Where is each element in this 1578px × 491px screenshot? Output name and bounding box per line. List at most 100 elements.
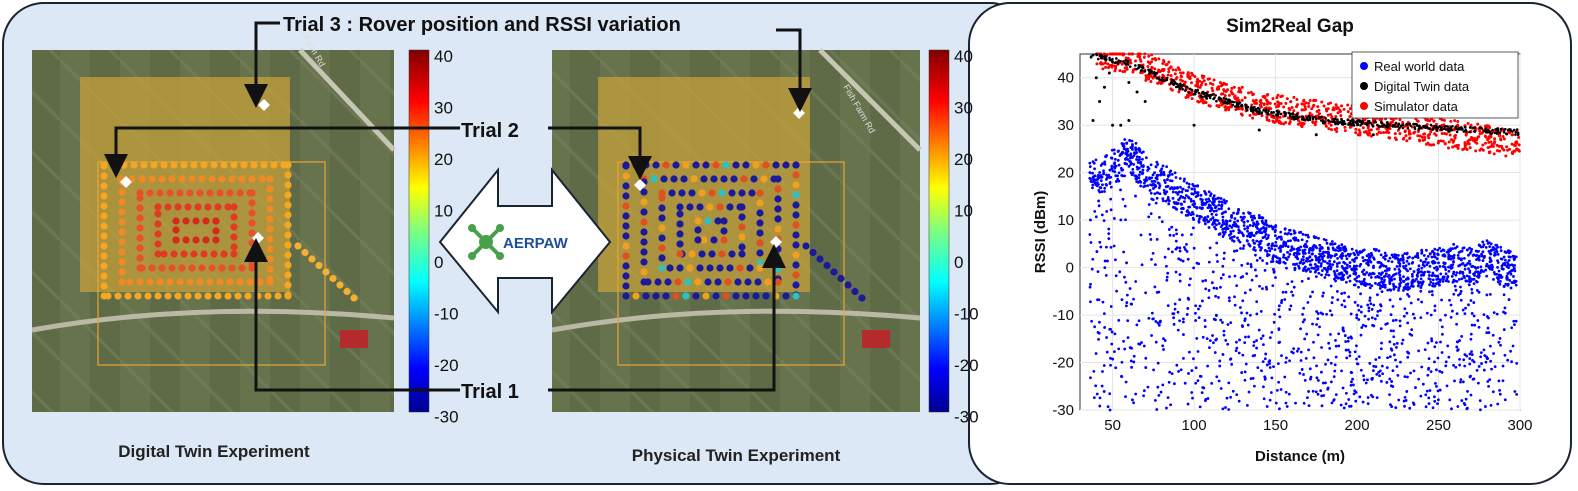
real-world-point xyxy=(1165,278,1169,282)
real-world-point xyxy=(1506,358,1510,362)
simulator-point xyxy=(1219,84,1223,88)
real-world-point xyxy=(1097,298,1101,302)
real-world-point xyxy=(1134,280,1138,283)
route-point xyxy=(730,175,738,183)
real-world-point xyxy=(1270,376,1274,380)
real-world-point xyxy=(1102,172,1105,176)
real-world-point xyxy=(1173,307,1177,311)
route-point xyxy=(136,264,144,272)
route-point xyxy=(666,264,674,272)
route-point xyxy=(248,199,256,207)
real-world-point xyxy=(1406,375,1409,379)
real-world-point xyxy=(1151,173,1155,177)
route-point xyxy=(676,240,684,248)
real-world-point xyxy=(1411,285,1415,288)
real-world-point xyxy=(1313,262,1317,266)
real-world-point xyxy=(1492,278,1495,281)
real-world-point xyxy=(1232,211,1235,215)
simulator-point xyxy=(1426,134,1430,138)
real-world-point xyxy=(1470,323,1474,327)
real-world-point xyxy=(1403,375,1407,379)
real-world-point xyxy=(1264,233,1268,236)
route-point xyxy=(728,250,736,258)
real-world-point xyxy=(1398,264,1402,268)
real-world-point xyxy=(1515,361,1519,365)
simulator-point xyxy=(1106,62,1110,66)
route-point xyxy=(136,278,144,286)
simulator-point xyxy=(1224,89,1228,93)
real-world-point xyxy=(1403,285,1407,289)
real-world-point xyxy=(1358,395,1362,399)
simulator-point xyxy=(1243,96,1247,100)
route-point xyxy=(266,185,274,193)
real-world-point xyxy=(1377,249,1381,253)
real-world-point xyxy=(1303,318,1306,321)
route-point xyxy=(792,231,800,239)
simulator-point xyxy=(1190,71,1194,75)
simulator-point xyxy=(1449,119,1453,123)
simulator-point xyxy=(1376,127,1380,131)
route-point xyxy=(738,243,746,251)
real-world-point xyxy=(1226,342,1230,346)
real-world-point xyxy=(1176,191,1180,195)
real-world-point xyxy=(1366,402,1370,406)
simulator-point xyxy=(1181,79,1185,83)
real-world-point xyxy=(1229,357,1233,361)
digital-twin-outlier xyxy=(1102,85,1106,89)
real-world-point xyxy=(1268,398,1272,402)
real-world-point xyxy=(1411,256,1415,260)
real-world-point xyxy=(1406,355,1410,359)
real-world-point xyxy=(1135,155,1139,159)
digital-twin-point xyxy=(1185,85,1189,89)
route-point xyxy=(700,175,708,183)
simulator-point xyxy=(1456,119,1460,123)
real-world-point xyxy=(1180,203,1184,206)
real-world-point xyxy=(1289,232,1293,236)
real-world-point xyxy=(1450,407,1453,411)
real-world-point xyxy=(1375,372,1379,376)
digital-twin-point xyxy=(1194,90,1198,94)
real-world-point xyxy=(1108,168,1112,172)
legend-marker xyxy=(1360,82,1368,90)
real-world-point xyxy=(1344,280,1348,284)
real-world-point xyxy=(1146,165,1150,169)
simulator-point xyxy=(1157,57,1161,61)
simulator-point xyxy=(1251,116,1255,120)
route-point xyxy=(792,221,800,229)
real-world-point xyxy=(1095,184,1099,188)
real-world-point xyxy=(1279,388,1283,391)
real-world-point xyxy=(1370,284,1374,288)
real-world-point xyxy=(1178,298,1182,302)
digital-twin-point xyxy=(1205,96,1208,100)
simulator-point xyxy=(1328,101,1332,105)
real-world-point xyxy=(1333,363,1337,367)
y-tick-label: -10 xyxy=(1052,307,1074,324)
real-world-point xyxy=(1172,316,1176,320)
real-world-point xyxy=(1170,172,1174,176)
simulator-point xyxy=(1484,141,1488,145)
real-world-point xyxy=(1378,374,1381,378)
real-world-point xyxy=(1175,363,1179,367)
real-world-point xyxy=(1408,406,1412,410)
simulator-point xyxy=(1335,130,1339,134)
real-world-point xyxy=(1194,366,1198,370)
real-world-point xyxy=(1438,369,1442,373)
real-world-point xyxy=(1181,259,1185,263)
real-world-point xyxy=(1311,290,1314,294)
real-world-point xyxy=(1112,244,1116,248)
simulator-point xyxy=(1504,154,1508,158)
x-tick-label: 50 xyxy=(1104,417,1121,434)
real-world-point xyxy=(1129,146,1133,150)
real-world-point xyxy=(1479,408,1482,412)
real-world-point xyxy=(1316,317,1320,321)
real-world-point xyxy=(1088,176,1092,180)
real-world-point xyxy=(1101,183,1104,187)
real-world-point xyxy=(1242,244,1246,248)
digital-twin-point xyxy=(1128,65,1132,68)
simulator-point xyxy=(1415,119,1419,123)
real-world-point xyxy=(1251,239,1255,242)
simulator-point xyxy=(1287,106,1291,110)
simulator-point xyxy=(1150,53,1154,57)
simulator-point xyxy=(1169,74,1173,78)
route-point xyxy=(756,229,764,237)
